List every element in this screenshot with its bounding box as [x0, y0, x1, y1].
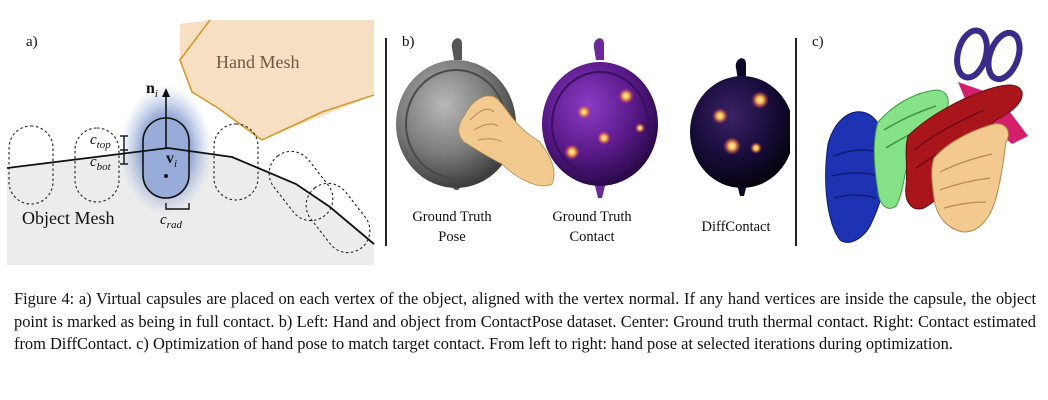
panel-b-renders	[396, 38, 790, 198]
gt-contact-render	[542, 38, 658, 198]
iter-hand-skin	[931, 123, 1009, 233]
cbot-label: cbot	[90, 154, 111, 173]
ctop-cbot-bracket	[120, 135, 128, 165]
figure-4: a) Hand Mesh Object Mesh ni vi ctop cbot…	[6, 19, 1028, 265]
panel-a-label: a)	[26, 34, 38, 50]
divider-b-c	[795, 38, 797, 246]
iter-hand-blue	[825, 111, 887, 243]
normal-label: ni	[146, 80, 158, 101]
gt-hand-shape	[458, 95, 555, 187]
diffcontact-render	[690, 58, 790, 196]
scissors-shape	[954, 27, 1023, 83]
panel-c-label: c)	[812, 34, 824, 50]
gt-pose-render	[396, 38, 555, 191]
panel-a-diagram	[6, 19, 375, 265]
divider-a-b	[385, 38, 387, 246]
vertex-label: vi	[166, 150, 178, 171]
object-mesh-label: Object Mesh	[22, 208, 115, 228]
crad-bracket	[165, 203, 190, 210]
object-surface-line	[6, 147, 375, 245]
crad-label: crad	[160, 212, 182, 231]
vertex-dot	[164, 174, 168, 178]
b-item-3-label: DiffContact	[701, 219, 771, 235]
b-item-2-label: Ground Truth Contact	[552, 209, 632, 245]
panel-c-renders	[825, 27, 1028, 243]
object-mesh-region	[7, 148, 374, 265]
hand-mesh-label: Hand Mesh	[216, 52, 300, 72]
panel-b-label: b)	[402, 34, 415, 50]
figure-caption: Figure 4: a) Virtual capsules are placed…	[14, 289, 1036, 353]
ctop-label: ctop	[90, 132, 111, 151]
hand-mesh-outline	[179, 19, 375, 141]
normal-arrow-head	[162, 88, 170, 97]
b-item-1-label: Ground Truth Pose	[412, 209, 492, 245]
dashed-capsules	[8, 123, 371, 254]
hand-mesh-region	[180, 20, 374, 140]
